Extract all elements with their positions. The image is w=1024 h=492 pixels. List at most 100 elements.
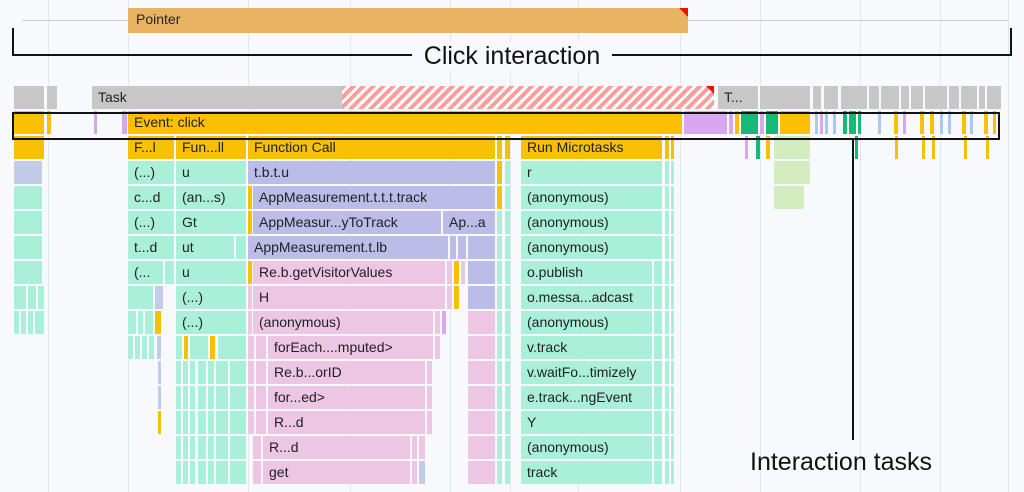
flame-block[interactable] xyxy=(932,136,935,159)
flame-block[interactable] xyxy=(256,386,266,409)
flame-block[interactable] xyxy=(894,111,898,134)
flame-block[interactable] xyxy=(14,161,42,184)
flame-block[interactable] xyxy=(987,86,1001,109)
flame-block[interactable] xyxy=(47,86,57,109)
flame-block[interactable] xyxy=(256,411,266,434)
flame-block-get[interactable]: get xyxy=(263,461,410,484)
flame-block[interactable] xyxy=(21,311,26,334)
flame-block[interactable] xyxy=(435,311,440,334)
flame-block[interactable] xyxy=(497,161,502,184)
flame-block[interactable] xyxy=(176,386,181,409)
flame-block[interactable] xyxy=(505,436,510,459)
flame-block[interactable] xyxy=(419,461,425,484)
flame-block[interactable] xyxy=(869,86,879,109)
flame-block-ap-a[interactable]: Ap...a xyxy=(443,211,495,234)
flame-block-anonymous[interactable]: (anonymous) xyxy=(521,436,652,459)
flame-block-u[interactable]: u xyxy=(176,161,246,184)
flame-block[interactable] xyxy=(671,286,674,309)
flame-block[interactable] xyxy=(183,411,188,434)
flame-block[interactable] xyxy=(984,111,988,134)
flame-block-[interactable]: (...) xyxy=(128,161,174,184)
flame-block[interactable] xyxy=(208,411,214,434)
flame-block[interactable] xyxy=(248,261,252,284)
flame-block[interactable] xyxy=(208,436,214,459)
flame-block[interactable] xyxy=(505,186,510,209)
flame-block[interactable] xyxy=(230,436,246,459)
flame-block[interactable] xyxy=(497,236,502,259)
flame-block[interactable] xyxy=(253,461,261,484)
flame-block[interactable] xyxy=(157,336,161,359)
flame-block[interactable] xyxy=(878,111,881,134)
flame-block[interactable] xyxy=(419,436,425,459)
flame-block[interactable] xyxy=(94,111,97,134)
flame-block[interactable] xyxy=(468,436,495,459)
flame-block[interactable] xyxy=(825,111,828,134)
flame-block[interactable] xyxy=(654,286,662,309)
flame-block[interactable] xyxy=(684,111,727,134)
flame-block[interactable] xyxy=(665,411,669,434)
flame-block-anonymous[interactable]: (anonymous) xyxy=(521,211,662,234)
flame-block-run-microtasks[interactable]: Run Microtasks xyxy=(521,136,662,159)
flame-block-fun-ll[interactable]: Fun...ll xyxy=(176,136,246,159)
flame-block[interactable] xyxy=(447,261,452,284)
flame-block[interactable] xyxy=(427,411,432,434)
flame-block[interactable] xyxy=(190,436,195,459)
flame-block[interactable] xyxy=(497,261,502,284)
flame-block[interactable] xyxy=(849,111,856,134)
flame-block[interactable] xyxy=(468,361,495,384)
flame-block[interactable] xyxy=(654,461,662,484)
flame-block[interactable] xyxy=(671,436,674,459)
flame-block[interactable] xyxy=(35,311,44,334)
flame-block[interactable] xyxy=(450,236,456,259)
flame-block[interactable] xyxy=(815,111,818,134)
flame-block[interactable] xyxy=(138,311,143,334)
flame-block[interactable] xyxy=(198,361,206,384)
flame-block[interactable] xyxy=(176,336,182,359)
flame-block[interactable] xyxy=(14,311,19,334)
flame-block[interactable] xyxy=(14,286,26,309)
flame-block[interactable] xyxy=(412,461,417,484)
flame-block-re-b-orid[interactable]: Re.b...orID xyxy=(268,361,425,384)
flame-block[interactable] xyxy=(671,186,674,209)
flame-block[interactable] xyxy=(505,211,510,234)
flame-block[interactable] xyxy=(505,361,510,384)
flame-block[interactable] xyxy=(497,186,502,209)
flame-block[interactable] xyxy=(505,261,510,284)
flame-block[interactable] xyxy=(671,461,674,484)
flame-block[interactable] xyxy=(412,436,417,459)
flame-block[interactable] xyxy=(145,311,153,334)
flame-block[interactable] xyxy=(505,286,510,309)
flame-block-v-waitfo-timizely[interactable]: v.waitFo...timizely xyxy=(521,361,652,384)
flame-block[interactable] xyxy=(774,186,804,209)
flame-block[interactable] xyxy=(665,286,669,309)
flame-block[interactable] xyxy=(468,336,495,359)
flame-block[interactable] xyxy=(671,386,674,409)
flame-block[interactable] xyxy=(248,361,254,384)
flame-block[interactable] xyxy=(176,361,181,384)
flame-block[interactable] xyxy=(671,261,674,284)
flame-block-r[interactable]: r xyxy=(521,161,662,184)
flame-block[interactable] xyxy=(248,286,252,309)
interactions-track[interactable]: Pointer xyxy=(0,8,1024,33)
flame-block[interactable] xyxy=(230,386,246,409)
flame-block[interactable] xyxy=(14,111,44,134)
flame-block[interactable] xyxy=(930,111,934,134)
flame-block[interactable] xyxy=(505,461,510,484)
flame-block-t-b-t-u[interactable]: t.b.t.u xyxy=(248,161,495,184)
flame-block[interactable] xyxy=(671,311,674,334)
flame-block[interactable] xyxy=(497,336,502,359)
flame-block[interactable] xyxy=(458,236,466,259)
flame-block[interactable] xyxy=(881,86,899,109)
flame-block[interactable] xyxy=(468,461,495,484)
flame-block[interactable] xyxy=(155,311,161,334)
flame-block[interactable] xyxy=(198,461,206,484)
flame-block[interactable] xyxy=(665,161,669,184)
flame-block-t[interactable]: T... xyxy=(718,86,758,109)
flame-block[interactable] xyxy=(468,386,495,409)
flame-block[interactable] xyxy=(190,386,195,409)
flame-block[interactable] xyxy=(128,286,153,309)
flame-block-[interactable]: (...) xyxy=(176,286,246,309)
flame-block-track[interactable]: track xyxy=(521,461,652,484)
flame-block[interactable] xyxy=(342,86,714,109)
flame-block-[interactable]: (... xyxy=(128,261,163,284)
